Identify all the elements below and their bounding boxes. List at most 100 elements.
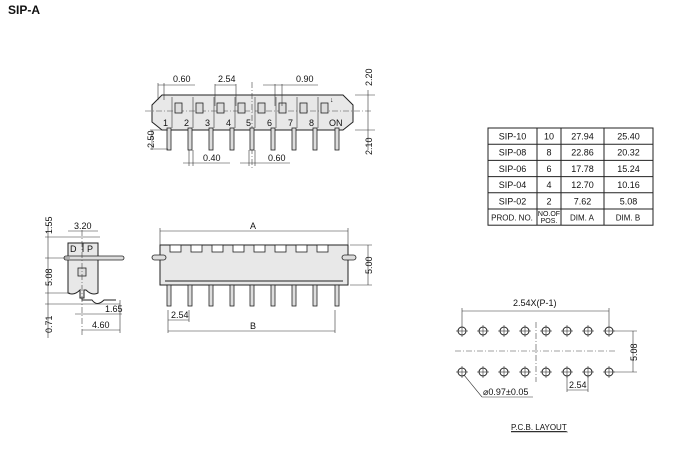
pin	[312, 284, 318, 307]
table-cell: 5.08	[620, 196, 638, 206]
dim-a: A	[250, 221, 256, 231]
drawing-title: SIP-A	[8, 3, 40, 17]
pin	[312, 127, 318, 151]
actuator-slot	[211, 244, 224, 253]
pin	[334, 284, 340, 307]
position-number: 8	[309, 118, 314, 128]
pin	[270, 127, 276, 151]
pin	[229, 127, 235, 151]
switch-actuator	[278, 102, 287, 114]
pcb-pitch-total: 2.54X(P-1)	[513, 298, 557, 308]
table-cell: 7.62	[574, 196, 592, 206]
table-cell: 15.24	[617, 164, 640, 174]
switch-actuator	[195, 102, 204, 114]
pcb-hole-diameter: ⌀0.97±0.05	[483, 387, 528, 397]
switch-actuator	[299, 102, 308, 114]
position-number: 5	[246, 118, 251, 128]
actuator-slot	[190, 244, 203, 253]
dim-2.50: 2.50	[146, 130, 156, 148]
position-number: 3	[205, 118, 210, 128]
dim-5.00: 5.00	[364, 256, 374, 274]
table-cell: 4	[546, 180, 551, 190]
position-number: 1	[163, 118, 168, 128]
pin	[249, 284, 255, 307]
dim-5.08: 5.08	[44, 268, 54, 286]
on-arrow-icon: ↓	[330, 97, 334, 104]
header-no-of: NO.OF	[538, 211, 560, 218]
switch-actuator	[174, 102, 183, 114]
table-cell: 17.78	[571, 164, 594, 174]
front-view: A 5.00 2.54 B	[151, 221, 374, 333]
switch-actuator	[216, 102, 225, 114]
switch-actuator	[257, 102, 266, 114]
table-cell: 8	[546, 148, 551, 158]
pin	[270, 284, 276, 307]
pin	[187, 284, 193, 307]
pin	[187, 127, 193, 151]
actuator-slot	[316, 244, 329, 253]
dim-0.90: 0.90	[296, 74, 314, 84]
pin	[166, 127, 172, 151]
table-cell: 10.16	[617, 180, 640, 190]
side-view: D P 1.55 5.08 0.71 3.20 1.65 4.60	[44, 216, 125, 338]
position-number: 6	[267, 118, 272, 128]
dim-b: B	[250, 321, 256, 331]
pin	[229, 284, 235, 307]
dim-2.20: 2.20	[364, 68, 374, 86]
dim-0.60-bottom: 0.60	[268, 153, 286, 163]
dim-1.55: 1.55	[44, 216, 54, 234]
pcb-row-spacing: 5.08	[629, 343, 639, 361]
actuator-slot	[169, 244, 182, 253]
pcb-pitch: 2.54	[569, 380, 587, 390]
dim-0.71: 0.71	[44, 315, 54, 333]
pin	[291, 127, 297, 151]
pin	[334, 127, 340, 151]
header-pos: POS.	[541, 218, 558, 225]
table-cell: 20.32	[617, 148, 640, 158]
dim-0.40: 0.40	[203, 153, 221, 163]
pin	[291, 284, 297, 307]
switch-actuator	[320, 102, 329, 114]
position-number: 4	[226, 118, 231, 128]
pcb-layout: 2.54X(P-1) 5.08 2.54 ⌀0.97±0.05 P.C.B. L…	[455, 298, 639, 433]
dim-2.10: 2.10	[364, 137, 374, 155]
pin	[249, 127, 255, 151]
dim-2.54-top: 2.54	[218, 74, 236, 84]
table-cell: SIP-06	[499, 164, 527, 174]
table-cell: 6	[546, 164, 551, 174]
actuator-slot	[253, 244, 266, 253]
header-dim-b: DIM. B	[616, 214, 640, 223]
switch-actuator	[237, 102, 246, 114]
table-cell: SIP-04	[499, 180, 527, 190]
table-cell: 12.70	[571, 180, 594, 190]
pin	[208, 127, 214, 151]
dim-4.60: 4.60	[92, 320, 110, 330]
table-cell: SIP-10	[499, 132, 527, 142]
label-d: D	[70, 244, 77, 254]
actuator-slot	[274, 244, 287, 253]
pin	[166, 284, 172, 307]
table-cell: 25.40	[617, 132, 640, 142]
label-p: P	[87, 244, 93, 254]
table-cell: 27.94	[571, 132, 594, 142]
dim-2.54-front: 2.54	[171, 310, 189, 320]
dim-3.20: 3.20	[74, 221, 92, 231]
header-dim-a: DIM. A	[570, 214, 595, 223]
table-cell: 10	[544, 132, 554, 142]
table-cell: 22.86	[571, 148, 594, 158]
table-cell: 2	[546, 196, 551, 206]
position-number: 2	[184, 118, 189, 128]
table-cell: SIP-08	[499, 148, 527, 158]
pin	[208, 284, 214, 307]
dim-0.60-top: 0.60	[173, 74, 191, 84]
table-cell: SIP-02	[499, 196, 527, 206]
pcb-layout-title: P.C.B. LAYOUT	[511, 423, 567, 432]
actuator-slot	[295, 244, 308, 253]
actuator-slot	[232, 244, 245, 253]
dim-1.65: 1.65	[105, 304, 123, 314]
position-number: 7	[288, 118, 293, 128]
